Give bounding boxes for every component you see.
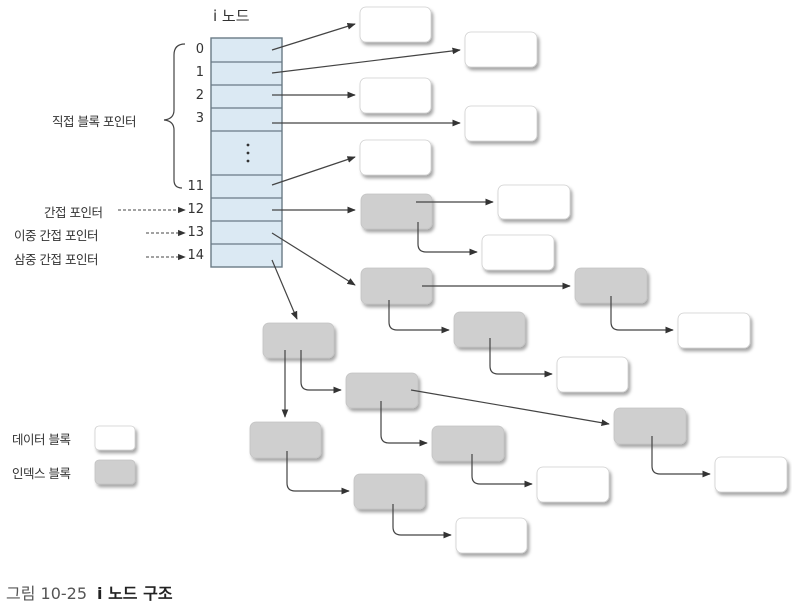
data-block	[677, 312, 751, 349]
inode-index-0: 0	[195, 42, 204, 57]
legend-index-swatch	[94, 459, 136, 485]
data-blocks	[359, 6, 788, 554]
inode-title: i 노드	[213, 7, 250, 25]
data-block	[359, 77, 432, 114]
legend-data-label: 데이터 블록	[12, 432, 71, 447]
data-block	[464, 31, 538, 68]
data-block	[714, 456, 788, 493]
data-block	[497, 184, 571, 220]
legend-data-swatch	[94, 425, 136, 451]
figure-caption: 그림 10-25 i 노드 구조	[6, 580, 173, 604]
ellipsis-dots	[246, 143, 250, 163]
inode-index-13: 13	[187, 225, 204, 240]
inode-index-14: 14	[187, 248, 204, 263]
inode-index-1: 1	[195, 65, 204, 80]
inode-index-2: 2	[195, 88, 204, 103]
index-block	[360, 267, 433, 305]
inode-index-3: 3	[195, 111, 204, 126]
inode-index-11: 11	[187, 179, 204, 194]
single-indirect-label: 간접 포인터	[44, 205, 103, 220]
inode-table	[210, 37, 283, 268]
index-block	[353, 473, 426, 510]
direct-pointer-arrows	[271, 23, 461, 186]
legend-index-label: 인덱스 블록	[12, 466, 71, 481]
triple-indirect-label: 삼중 간접 포인터	[14, 252, 98, 267]
legend-swatches	[94, 425, 136, 485]
index-block	[345, 372, 419, 409]
figure-number: 그림 10-25	[6, 584, 88, 603]
index-block	[360, 193, 433, 230]
direct-pointer-brace	[163, 43, 186, 189]
data-block	[481, 234, 555, 271]
direct-pointer-label: 직접 블록 포인터	[52, 114, 136, 129]
index-block	[249, 421, 322, 459]
index-blocks	[249, 193, 687, 510]
figure-title: i 노드 구조	[97, 584, 173, 603]
inode-index-12: 12	[187, 202, 204, 217]
block-links	[281, 198, 711, 539]
index-block	[262, 322, 335, 359]
indirect-pointer-arrows	[271, 206, 356, 320]
data-block	[359, 6, 432, 43]
data-block	[455, 517, 528, 554]
index-block	[613, 407, 687, 445]
data-block	[536, 466, 610, 503]
index-block	[431, 425, 505, 462]
data-block	[556, 356, 629, 393]
data-block	[359, 139, 432, 176]
double-indirect-label: 이중 간접 포인터	[14, 228, 98, 243]
data-block	[464, 105, 538, 142]
